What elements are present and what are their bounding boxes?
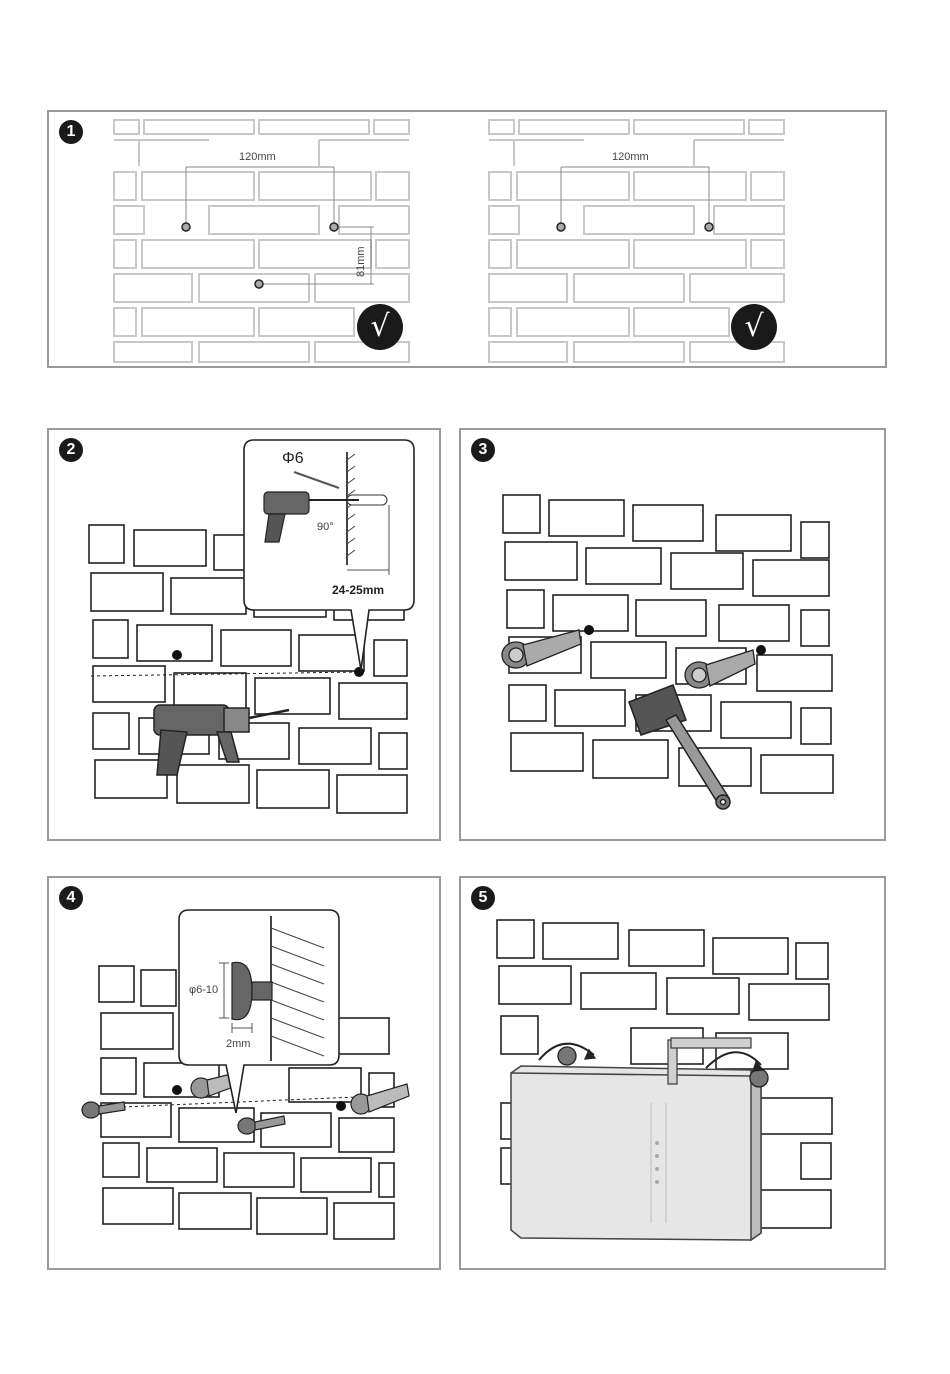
hole-bottom — [255, 280, 263, 288]
step4-hole-1 — [172, 1085, 182, 1095]
step3-illustration — [461, 430, 886, 841]
step2-illustration — [49, 430, 441, 841]
step4-badge: 4 — [59, 886, 83, 910]
step2-badge: 2 — [59, 438, 83, 462]
gap-label: 2mm — [226, 1038, 250, 1050]
step1-badge: 1 — [59, 120, 83, 144]
right-hole-left — [557, 223, 565, 231]
left-check-badge: √ — [357, 304, 403, 350]
callout-wall-section — [271, 916, 326, 1061]
step5-panel: 5 — [459, 876, 886, 1270]
left-measure-lines — [186, 167, 374, 284]
right-width-label: 120mm — [612, 151, 649, 163]
step2-hole-1 — [172, 650, 182, 660]
step1-panel: 1 — [47, 110, 887, 368]
left-width-label: 120mm — [239, 151, 276, 163]
step4-panel: 4 — [47, 876, 441, 1270]
step3-panel: 3 — [459, 428, 886, 841]
step2-panel: 2 — [47, 428, 441, 841]
step3-hole-2 — [756, 645, 766, 655]
head-diameter-label: φ6-10 — [189, 984, 218, 996]
hole-top-right — [330, 223, 338, 231]
step5-illustration — [461, 878, 886, 1270]
step4-hole-2 — [336, 1101, 346, 1111]
router-device — [511, 1066, 761, 1240]
step4-illustration — [49, 878, 441, 1270]
hole-top-left — [182, 223, 190, 231]
left-height-label: 81mm — [355, 246, 367, 277]
right-check-badge: √ — [731, 304, 777, 350]
step5-badge: 5 — [471, 886, 495, 910]
step3-hole-1 — [584, 625, 594, 635]
angle-label: 90° — [317, 521, 334, 533]
step2-hole-2 — [354, 667, 364, 677]
screw-rotate-icon-left — [539, 1044, 595, 1065]
drill-bit-label: Φ6 — [282, 450, 304, 468]
right-hole-right — [705, 223, 713, 231]
step3-badge: 3 — [471, 438, 495, 462]
depth-label: 24-25mm — [332, 583, 384, 597]
